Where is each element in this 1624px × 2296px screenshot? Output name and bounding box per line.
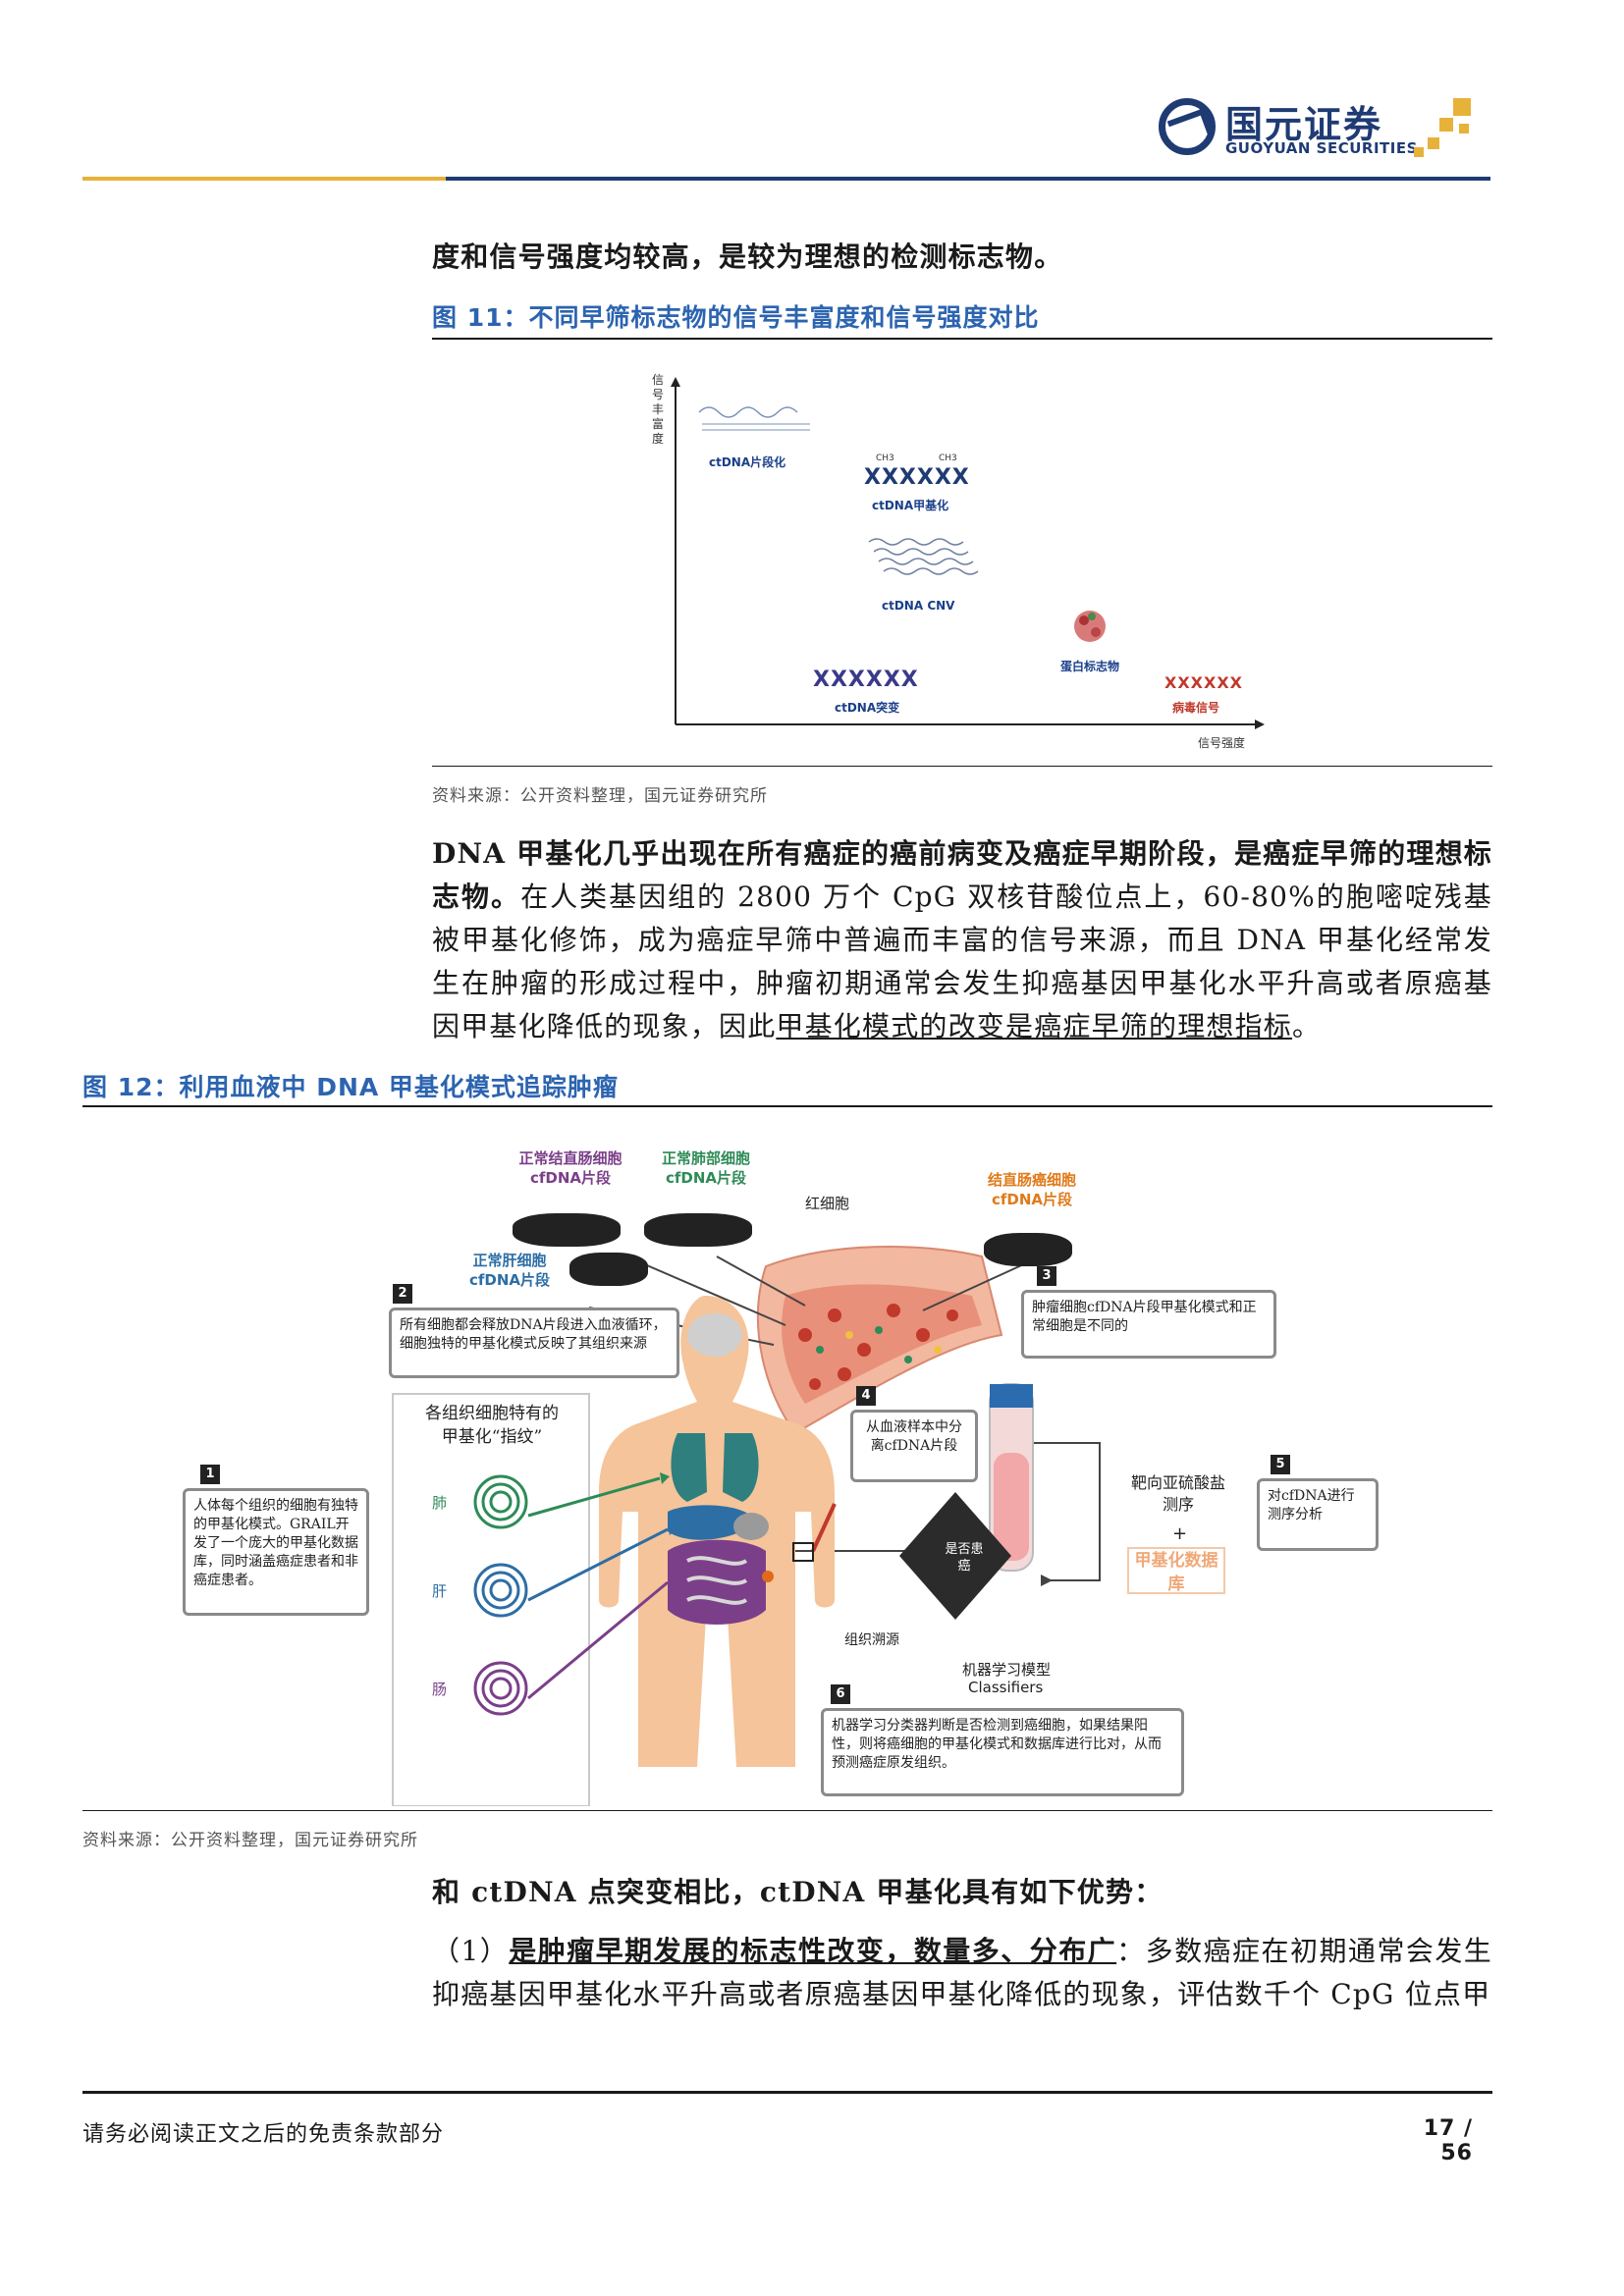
ch3-label-a: CH3: [876, 454, 894, 463]
colon-cell-text: 正常结直肠细胞: [518, 1149, 623, 1167]
step4-box: 从血液样本中分离cfDNA片段: [850, 1410, 978, 1482]
figure12-source: 资料来源：公开资料整理，国元证券研究所: [82, 1831, 418, 1850]
logo-square-icon: [1414, 147, 1424, 157]
logo-square-icon: [1459, 124, 1469, 133]
paragraph-methylation: DNA 甲基化几乎出现在所有癌症的癌前病变及癌症早期阶段，是癌症早筛的理想标志物…: [432, 832, 1492, 1048]
protein-art: [1074, 611, 1106, 642]
paragraph-end: 。: [1292, 1010, 1322, 1042]
lung-cfdna-fragments: [644, 1213, 752, 1247]
header-rule-gold: [82, 177, 446, 181]
figure12-artwork: [392, 1246, 1101, 1806]
classifiers-label: Classifiers: [968, 1679, 1044, 1696]
label-crc-cell: 结直肠癌细胞 cfDNA片段: [968, 1170, 1096, 1209]
logo: 国元证券 GUOYUAN SECURITIES: [1159, 94, 1492, 159]
label-rbc: 红细胞: [805, 1195, 850, 1212]
ch3-label-b: CH3: [939, 454, 957, 463]
label-cnv: ctDNA CNV: [882, 599, 955, 613]
label-colon-cell: 正常结直肠细胞 cfDNA片段: [507, 1148, 634, 1188]
tissue-intestine: 肠: [432, 1681, 448, 1698]
virus-x-marks: XXXXXX: [1164, 673, 1244, 692]
mutation-x-marks: XXXXXX: [813, 667, 919, 692]
intro-line: 度和信号强度均较高，是较为理想的检测标志物。: [432, 240, 1063, 273]
y-axis-label: 信号丰富度: [652, 373, 665, 446]
header-rule-navy: [446, 177, 1490, 181]
cnv-art: [868, 538, 979, 575]
liver-cfdna-fragments: [569, 1253, 648, 1286]
x-axis-label: 信号强度: [1198, 736, 1246, 750]
step2-box: 所有细胞都会释放DNA片段进入血液循环，细胞独特的甲基化模式反映了其组织来源: [389, 1308, 679, 1378]
figure11-chart: 信号丰富度 信号强度 ctDNA片段化 CH3 CH3 XXXXXX ctDNA…: [648, 373, 1276, 756]
step5-number: 5: [1271, 1455, 1290, 1474]
figure11-source: 资料来源：公开资料整理，国元证券研究所: [432, 786, 768, 806]
logo-cn: 国元证券: [1225, 103, 1383, 146]
colon-cfdna-fragments: [513, 1213, 621, 1247]
crc-cfdna-fragments: [984, 1233, 1072, 1266]
step6-number: 6: [831, 1684, 850, 1704]
advantage-item-1: （1）是肿瘤早期发展的标志性改变，数量多、分布广：多数癌症在初期通常会发生抑癌基…: [432, 1930, 1492, 2016]
advantages-title: 和 ctDNA 点突变相比，ctDNA 甲基化具有如下优势：: [432, 1876, 1164, 1908]
logo-square-icon: [1439, 118, 1453, 132]
label-mutation: ctDNA突变: [835, 701, 900, 715]
step6-box: 机器学习分类器判断是否检测到癌细胞，如果结果阳性，则将癌细胞的甲基化模式和数据库…: [821, 1708, 1184, 1796]
plus-sign: +: [1172, 1523, 1188, 1544]
figure12-title: 图 12：利用血液中 DNA 甲基化模式追踪肿瘤: [82, 1073, 619, 1101]
logo-square-icon: [1453, 98, 1471, 116]
decision-label: 是否患癌: [945, 1542, 984, 1574]
figure12-title-rule: [82, 1105, 1492, 1107]
figure11-title-rule: [432, 338, 1492, 340]
label-methylation: ctDNA甲基化: [872, 499, 949, 512]
bisulfite-label: 靶向亚硫酸盐测序: [1130, 1473, 1225, 1514]
item1-prefix: （1）: [432, 1935, 510, 1967]
tissue-trace-label: 组织溯源: [844, 1632, 899, 1648]
tissue-lung: 肺: [432, 1494, 448, 1512]
step1-number: 1: [200, 1465, 220, 1484]
figure12-bottom-rule: [82, 1810, 1492, 1811]
step4-number: 4: [856, 1386, 876, 1406]
footer-rule: [82, 2091, 1492, 2094]
methylation-database: 甲基化数据库: [1127, 1547, 1225, 1594]
paragraph-bold-lead: DNA 甲基化几乎出现在所有癌症的癌前病变及癌症早期阶段，是癌症早筛的理想标志物…: [432, 837, 1492, 913]
header: 国元证券 GUOYUAN SECURITIES: [0, 0, 1624, 187]
step3-number: 3: [1037, 1266, 1056, 1286]
fragment-art: [698, 406, 810, 431]
fingerprint-title: 各组织细胞特有的甲基化“指纹”: [425, 1404, 559, 1447]
figure11-axes: [671, 377, 1265, 729]
logo-circle-icon: [1159, 98, 1216, 155]
logo-en: GUOYUAN SECURITIES: [1225, 139, 1418, 157]
crc-frag-text: cfDNA片段: [991, 1191, 1073, 1208]
figure11-title: 图 11：不同早筛标志物的信号丰富度和信号强度对比: [432, 303, 1040, 332]
label-virus: 病毒信号: [1172, 701, 1220, 715]
crc-cell-text: 结直肠癌细胞: [987, 1171, 1076, 1189]
step1-box: 人体每个组织的细胞有独特的甲基化模式。GRAIL开发了一个庞大的甲基化数据库，同…: [183, 1488, 369, 1616]
label-lung-cell: 正常肺部细胞 cfDNA片段: [642, 1148, 770, 1188]
page-number: 17 / 56: [1423, 2116, 1473, 2165]
lung-frag-text: cfDNA片段: [665, 1169, 747, 1187]
paragraph-underlined: 甲基化模式的改变是癌症早筛的理想指标: [776, 1010, 1293, 1042]
step3-box: 肿瘤细胞cfDNA片段甲基化模式和正常细胞是不同的: [1021, 1290, 1276, 1359]
label-liver-cell: 正常肝细胞 cfDNA片段: [446, 1251, 573, 1290]
step2-number: 2: [393, 1284, 412, 1304]
label-fragment: ctDNA片段化: [709, 455, 786, 469]
paragraph-body: 在人类基因组的 2800 万个 CpG 双核苷酸位点上，60-80%的胞嘧啶残基…: [432, 881, 1492, 1042]
item1-body: ：多数癌症在初期通常会发生抑癌基因甲基化水平升高或者原癌基因甲基化降低的现象，评…: [432, 1935, 1492, 2010]
figure11-bottom-rule: [432, 766, 1492, 767]
methyl-x-marks: XXXXXX: [864, 465, 970, 490]
liver-frag-text: cfDNA片段: [468, 1271, 551, 1289]
ml-model-label: 机器学习模型: [962, 1661, 1052, 1679]
liver-cell-text: 正常肝细胞: [472, 1252, 547, 1269]
footer-disclaimer: 请务必阅读正文之后的免责条款部分: [82, 2122, 445, 2147]
figure12-diagram: 正常结直肠细胞 cfDNA片段 正常肺部细胞 cfDNA片段 正常肝细胞 cfD…: [157, 1139, 1434, 1806]
step5-box: 对cfDNA进行测序分析: [1257, 1478, 1379, 1551]
tissue-liver: 肝: [432, 1582, 448, 1600]
lung-cell-text: 正常肺部细胞: [661, 1149, 750, 1167]
colon-frag-text: cfDNA片段: [529, 1169, 612, 1187]
logo-square-icon: [1428, 137, 1439, 149]
item1-bold: 是肿瘤早期发展的标志性改变，数量多、分布广: [509, 1935, 1117, 1967]
label-protein: 蛋白标志物: [1060, 660, 1120, 673]
